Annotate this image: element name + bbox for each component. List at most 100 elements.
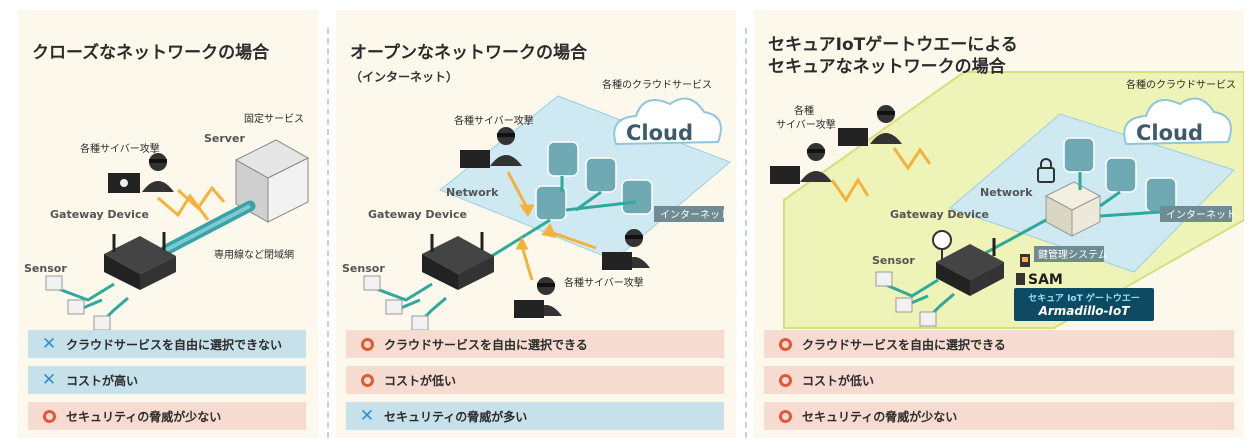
comparison-row: セキュリティの脅威が少ない [28, 402, 306, 430]
attack-arrows [830, 147, 932, 203]
internet-label: インターネット [1166, 209, 1236, 221]
row-text: コストが低い [384, 373, 457, 388]
network-label: Network [446, 186, 499, 199]
network-label: Network [980, 186, 1033, 199]
title-line: セキュアなネットワークの場合 [768, 57, 1006, 77]
circle-icon [774, 373, 796, 387]
panel-divider [327, 28, 329, 438]
comparison-row: ✕ セキュリティの脅威が多い [346, 402, 724, 430]
attack-label-line1: 各種 [794, 104, 814, 117]
comparison-row: クラウドサービスを自由に選択できる [346, 330, 724, 358]
row-text: コストが低い [802, 373, 875, 388]
open-network-diagram: Cloud インターネット [342, 78, 731, 330]
sensor-cubes [875, 271, 937, 327]
server-label: Server [204, 132, 245, 145]
attacker-icon [108, 153, 174, 193]
attacker-icon [460, 127, 522, 168]
row-text: セキュリティの脅威が多い [384, 409, 528, 424]
gateway-device-icon [104, 232, 176, 290]
panel-title: クローズなネットワークの場合 [32, 42, 269, 64]
comparison-row: クラウドサービスを自由に選択できる [764, 330, 1234, 358]
attacker-icon [838, 105, 902, 146]
circle-icon [774, 409, 796, 423]
comparison-row: ✕ クラウドサービスを自由に選択できない [28, 330, 306, 358]
attack-label-line2: サイバー攻撃 [776, 118, 836, 131]
cloud-services-label: 各種のクラウドサービス [602, 78, 712, 91]
key-server-box [1044, 181, 1102, 237]
panel-divider [745, 28, 747, 438]
sensor-label: Sensor [872, 254, 915, 267]
panel-title: セキュアIoTゲートウエーによる セキュアなネットワークの場合 [768, 34, 1018, 78]
cloud-icon [1123, 97, 1232, 146]
closed-network-diagram: 各種サイバー攻撃 固定サービス Server Gateway Device 専用… [24, 112, 310, 330]
comparison-row: コストが低い [346, 366, 724, 394]
database-icons [1063, 137, 1177, 213]
attack-arrows [506, 171, 597, 281]
row-text: クラウドサービスを自由に選択できる [384, 337, 588, 352]
circle-icon [38, 409, 60, 423]
internet-label: インターネット [660, 209, 730, 221]
badge-line1: セキュア IoT ゲートウエー [1028, 294, 1140, 304]
title-line: オープンなネットワークの場合 [350, 43, 587, 63]
closed-line-pipe [160, 200, 256, 256]
row-text: クラウドサービスを自由に選択できない [66, 337, 283, 352]
server-icon [234, 139, 310, 223]
cloud-icon [613, 97, 722, 146]
sim-card-icon [1020, 254, 1030, 267]
attacker-icon [770, 143, 832, 184]
sam-chip-icon [1016, 273, 1025, 285]
secure-network-diagram: Cloud インターネット 鍵管理システム [770, 71, 1244, 329]
key-system-label: 鍵管理システム [1038, 248, 1108, 261]
attack-label-bottom: 各種サイバー攻撃 [564, 276, 644, 289]
cross-icon: ✕ [41, 333, 57, 354]
sensor-network [55, 282, 129, 324]
panel-title: オープンなネットワークの場合 [350, 42, 587, 64]
row-text: コストが高い [66, 373, 139, 388]
cross-icon: ✕ [41, 369, 57, 390]
gateway-device-icon [936, 238, 1004, 296]
network-links [979, 172, 1161, 258]
cloud-label: Cloud [1136, 121, 1203, 145]
open-network-panel: オープンなネットワークの場合 （インターネット） Cloud インターネット [336, 10, 736, 438]
secure-network-panel: Cloud インターネット 鍵管理システム [754, 10, 1244, 438]
sensor-cubes [45, 275, 111, 330]
badge-line2: Armadillo-IoT [1038, 304, 1130, 318]
cloud-services-label: 各種のクラウドサービス [1126, 78, 1236, 91]
closed-network-panel: クローズなネットワークの場合 [18, 10, 318, 438]
comparison-row: ✕ コストが高い [28, 366, 306, 394]
attacker-icon [602, 229, 650, 270]
gateway-label: Gateway Device [368, 208, 467, 221]
comparison-row: セキュリティの脅威が少ない [764, 402, 1234, 430]
database-icons [535, 141, 653, 221]
row-text: セキュリティの脅威が少ない [802, 409, 958, 424]
sensor-label: Sensor [24, 262, 67, 275]
circle-icon [774, 337, 796, 351]
title-line: セキュアIoTゲートウエーによる [768, 35, 1018, 55]
sam-label: SAM [1016, 272, 1063, 288]
key-system-tag [1034, 246, 1104, 262]
sensor-label: Sensor [342, 262, 385, 275]
attack-label: 各種サイバー攻撃 [80, 142, 160, 155]
comparison-row: コストが低い [764, 366, 1234, 394]
sensor-cubes [363, 275, 429, 330]
gateway-label: Gateway Device [890, 208, 989, 221]
attack-label-top: 各種サイバー攻撃 [454, 114, 534, 127]
key-icon [932, 230, 952, 266]
gateway-device-icon [422, 232, 494, 290]
sensor-network [373, 282, 447, 324]
circle-icon [356, 373, 378, 387]
attack-arrows [157, 185, 226, 221]
panel-subtitle: （インターネット） [350, 70, 459, 84]
fixed-service-label: 固定サービス [244, 112, 304, 125]
internet-tag [654, 206, 724, 222]
sam-text: SAM [1028, 272, 1063, 288]
cloud-label: Cloud [626, 121, 693, 145]
internet-tag [1160, 206, 1232, 222]
row-text: クラウドサービスを自由に選択できる [802, 337, 1006, 352]
gateway-label: Gateway Device [50, 208, 149, 221]
attacker-icon [514, 277, 562, 318]
closed-network-label: 専用線など閉域網 [214, 248, 294, 261]
title-line: クローズなネットワークの場合 [32, 43, 270, 63]
armadillo-badge: セキュア IoT ゲートウエー Armadillo-IoT [1014, 288, 1154, 321]
circle-icon [356, 337, 378, 351]
